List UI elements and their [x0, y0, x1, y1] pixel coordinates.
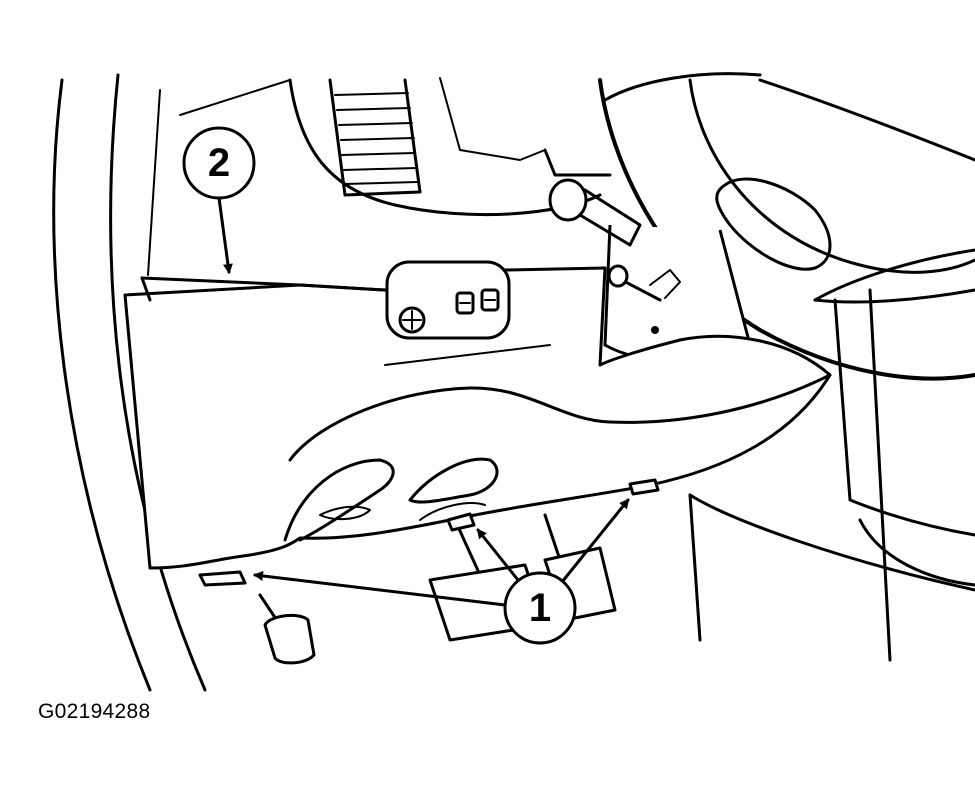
lower-trim-panel: [123, 266, 832, 570]
callout-2: 2: [182, 126, 256, 274]
callout-1-circle: [503, 571, 577, 645]
callout-2-label: 2: [208, 141, 230, 185]
callout-2-leader: [217, 196, 233, 274]
callout-1-label: 1: [529, 586, 551, 630]
callout-1-leader-right: [560, 498, 630, 584]
steering-wheel: [598, 78, 975, 381]
center-console: [688, 288, 975, 662]
callout-1: 1: [253, 498, 630, 645]
air-vent: [328, 78, 422, 197]
switch-panel: [385, 260, 511, 340]
dashboard-upper: [179, 72, 762, 217]
callout-1-leader-left: [253, 570, 507, 607]
figure-id: G02194288: [38, 700, 151, 723]
callout-1-leader-middle: [476, 528, 520, 582]
door-edge-lines: [52, 73, 207, 692]
